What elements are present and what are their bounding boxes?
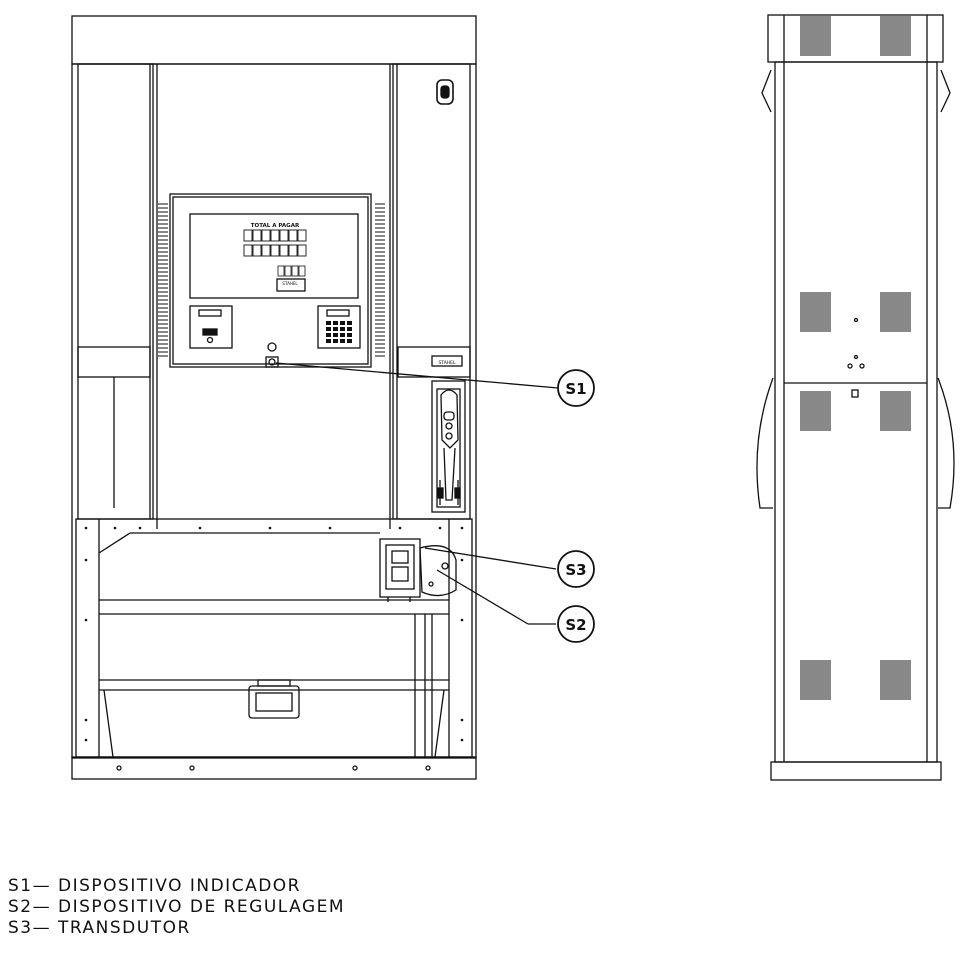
legend-code: S3 bbox=[8, 918, 33, 938]
legend-separator: — bbox=[32, 897, 52, 917]
callout-s1-label: S1 bbox=[565, 380, 586, 398]
legend-separator: — bbox=[32, 876, 52, 896]
meter-assembly bbox=[379, 538, 457, 602]
side-vent-grilles bbox=[800, 16, 911, 700]
left-column bbox=[77, 63, 154, 520]
legend-item-s2: S2— DISPOSITIVO DE REGULAGEM bbox=[8, 897, 345, 918]
lock-icon bbox=[436, 79, 454, 105]
legend-text: DISPOSITIVO INDICADOR bbox=[58, 876, 301, 896]
legend-separator: — bbox=[32, 918, 52, 938]
keypad-module bbox=[317, 305, 361, 349]
left-side-plate bbox=[77, 346, 151, 378]
keypad bbox=[326, 321, 352, 343]
callout-lines bbox=[275, 362, 559, 625]
cabinet-rivets bbox=[84, 526, 464, 742]
legend-text: DISPOSITIVO DE REGULAGEM bbox=[58, 897, 346, 917]
side-plate-label: STAHEL bbox=[438, 360, 456, 366]
display-window bbox=[189, 213, 359, 299]
nozzle-holster bbox=[431, 380, 466, 513]
legend-item-s1: S1— DISPOSITIVO INDICADOR bbox=[8, 876, 345, 897]
callout-s2-label: S2 bbox=[565, 616, 586, 634]
right-side-plate bbox=[397, 346, 471, 378]
right-vent-grille bbox=[375, 203, 385, 357]
legend-code: S1 bbox=[8, 876, 33, 896]
side-body bbox=[774, 61, 938, 763]
hydraulic-cabinet bbox=[75, 518, 473, 758]
legend: S1— DISPOSITIVO INDICADOR S2— DISPOSITIV… bbox=[8, 876, 345, 939]
side-canopy bbox=[767, 14, 944, 63]
callout-s1: S1 bbox=[557, 369, 595, 407]
side-base bbox=[770, 761, 942, 781]
front-view: STAHEL TOTAL A PAGAR STAHEL bbox=[71, 15, 477, 780]
display-digits bbox=[243, 229, 307, 277]
legend-item-s3: S3— TRANSDUTOR bbox=[8, 918, 345, 939]
callout-s2: S2 bbox=[557, 605, 595, 643]
card-module bbox=[189, 305, 233, 349]
left-vent-grille bbox=[158, 203, 168, 357]
display-title: TOTAL A PAGAR bbox=[251, 223, 300, 229]
callout-s3-label: S3 bbox=[565, 561, 586, 579]
side-view bbox=[756, 14, 955, 781]
callout-s3: S3 bbox=[557, 550, 595, 588]
front-canopy bbox=[71, 15, 477, 65]
front-base bbox=[71, 756, 477, 780]
legend-text: TRANSDUTOR bbox=[58, 918, 191, 938]
brand-label: STAHEL bbox=[282, 281, 298, 286]
indicator-s1-point bbox=[267, 342, 277, 352]
front-body bbox=[71, 63, 477, 759]
legend-code: S2 bbox=[8, 897, 33, 917]
